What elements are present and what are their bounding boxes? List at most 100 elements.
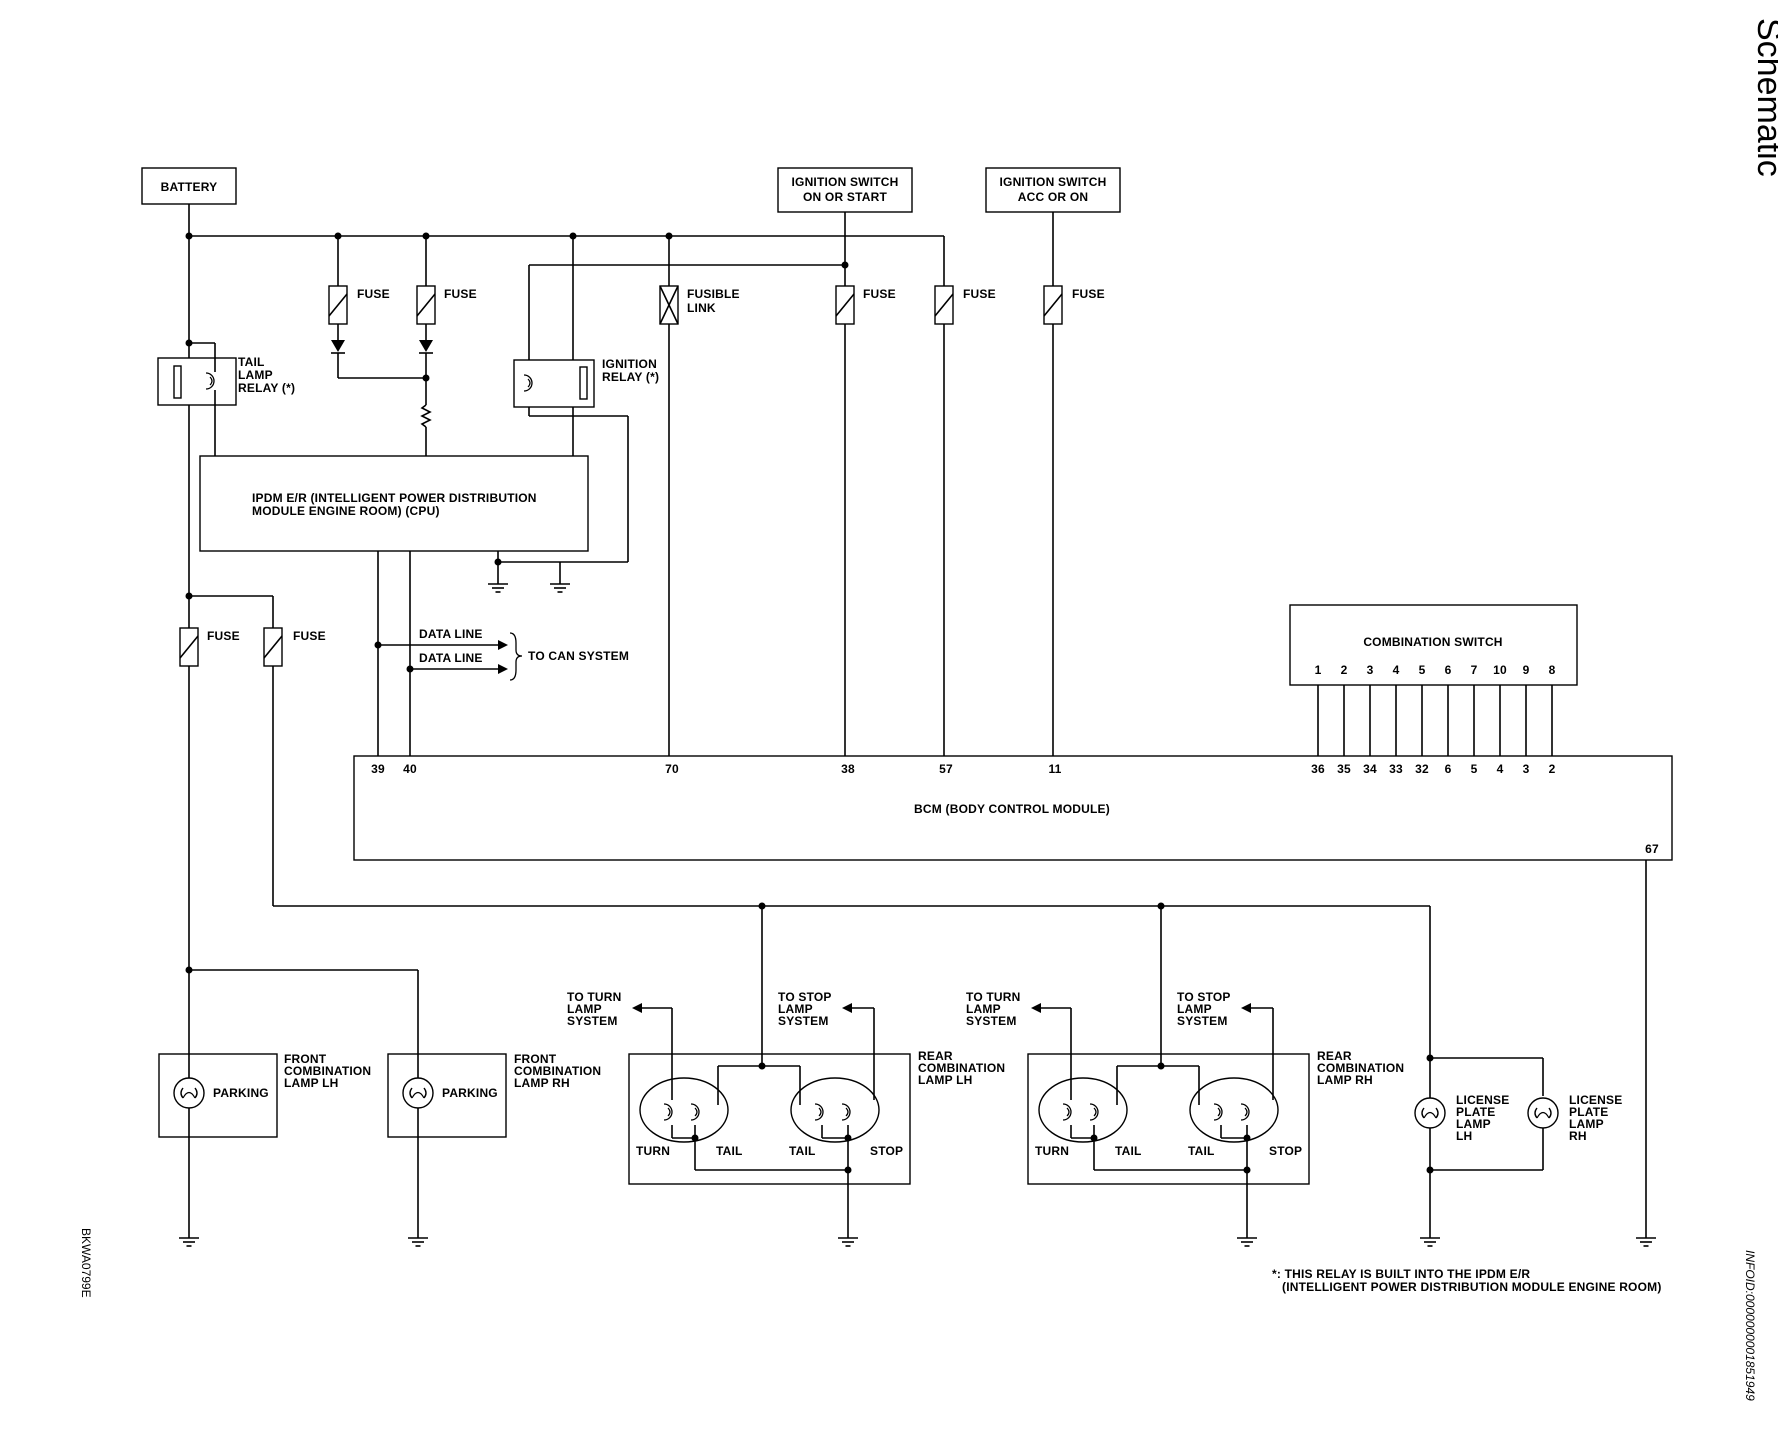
battery-box: BATTERY [141,167,237,205]
diode-join [338,374,432,456]
svg-text:ON OR START: ON OR START [803,190,887,204]
svg-text:TAIL: TAIL [716,1144,743,1158]
svg-text:STOP: STOP [870,1144,903,1158]
svg-text:LAMP: LAMP [778,1002,813,1016]
svg-text:FUSE: FUSE [293,629,326,643]
svg-text:PARKING: PARKING [213,1086,269,1100]
svg-text:TO STOP: TO STOP [1177,990,1231,1004]
fuse-ign-on: FUSE [835,285,896,756]
front-combination-lamp-lh: PARKING FRONT COMBINATION LAMP LH [158,1052,371,1247]
svg-text:RELAY (*): RELAY (*) [602,370,659,384]
svg-text:COMBINATION: COMBINATION [284,1064,371,1078]
svg-text:LAMP: LAMP [1456,1117,1491,1131]
svg-text:LICENSE: LICENSE [1456,1093,1509,1107]
svg-text:LAMP: LAMP [1569,1117,1604,1131]
bcm-pin-34: 34 [1363,762,1377,776]
svg-text:SYSTEM: SYSTEM [966,1014,1017,1028]
svg-text:COMBINATION: COMBINATION [514,1064,601,1078]
fuse-battery-57: FUSE [934,236,996,756]
bcm-pin-32: 32 [1415,762,1429,776]
svg-text:TAIL: TAIL [238,355,265,369]
svg-text:TURN: TURN [1035,1144,1069,1158]
svg-text:LAMP RH: LAMP RH [1317,1073,1373,1087]
ignition-acc-on-box: IGNITION SWITCH ACC OR ON [985,167,1121,213]
svg-text:RH: RH [1569,1129,1587,1143]
bcm-pin-36: 36 [1311,762,1325,776]
combo-pin-6: 6 [1445,663,1452,677]
bcm-pin-2: 2 [1549,762,1556,776]
svg-text:LAMP LH: LAMP LH [918,1073,973,1087]
footnote-line-1: *: THIS RELAY IS BUILT INTO THE IPDM E/R [1272,1267,1530,1281]
svg-text:PLATE: PLATE [1456,1105,1495,1119]
svg-text:SYSTEM: SYSTEM [778,1014,829,1028]
section-title: Schematic [1750,18,1778,177]
tail-lamp-relay: TAIL LAMP RELAY (*) [157,236,295,1232]
bcm-pin-6: 6 [1445,762,1452,776]
svg-text:IGNITION SWITCH: IGNITION SWITCH [1000,175,1107,189]
combo-pin-10: 10 [1493,663,1507,677]
svg-text:COMBINATION: COMBINATION [918,1061,1005,1075]
combo-pin-4: 4 [1393,663,1400,677]
svg-text:IGNITION SWITCH: IGNITION SWITCH [792,175,899,189]
svg-text:FRONT: FRONT [284,1052,327,1066]
svg-text:FUSE: FUSE [1072,287,1105,301]
svg-text:PLATE: PLATE [1569,1105,1608,1119]
svg-text:IGNITION: IGNITION [602,357,657,371]
combo-pin-9: 9 [1523,663,1530,677]
svg-text:FUSE: FUSE [863,287,896,301]
ignition-relay: IGNITION RELAY (*) [513,236,659,562]
svg-text:LAMP LH: LAMP LH [284,1076,339,1090]
combo-pin-1: 1 [1315,663,1322,677]
rear-combination-lamp-rh: TURN TAIL TAIL STOP TO TURN LAMP SYSTEM … [966,906,1404,1247]
svg-text:TO CAN SYSTEM: TO CAN SYSTEM [528,649,629,663]
bcm-pin-40: 40 [403,762,417,776]
ignition-on-wire [528,212,849,360]
svg-text:LINK: LINK [687,301,716,315]
svg-text:TURN: TURN [636,1144,670,1158]
bcm-pin-57: 57 [939,762,953,776]
battery-label: BATTERY [161,180,218,194]
bcm-pin-38: 38 [841,762,855,776]
svg-text:RELAY (*): RELAY (*) [238,381,295,395]
bcm-pin-67: 67 [1645,842,1659,856]
svg-text:FUSIBLE: FUSIBLE [687,287,740,301]
combo-pin-2: 2 [1341,663,1348,677]
bcm-pin-35: 35 [1337,762,1351,776]
combo-pin-7: 7 [1471,663,1478,677]
tail-fuses: FUSE FUSE [179,592,326,906]
tail-bus [273,902,1431,1058]
svg-text:LAMP RH: LAMP RH [514,1076,570,1090]
bcm-pin-4: 4 [1497,762,1504,776]
svg-text:COMBINATION: COMBINATION [1317,1061,1404,1075]
svg-text:ACC OR ON: ACC OR ON [1018,190,1088,204]
svg-text:FUSE: FUSE [444,287,477,301]
svg-text:TO STOP: TO STOP [778,990,832,1004]
bcm-pin-5: 5 [1471,762,1478,776]
fusible-link: FUSIBLE LINK [659,236,740,756]
bcm-pin-39: 39 [371,762,385,776]
svg-text:DATA LINE: DATA LINE [419,651,483,665]
svg-text:TAIL: TAIL [1188,1144,1215,1158]
svg-text:SYSTEM: SYSTEM [1177,1014,1228,1028]
fuse-1: FUSE [328,236,390,378]
info-id: INFOID:0000000001851949 [1743,1250,1757,1401]
svg-text:DATA LINE: DATA LINE [419,627,483,641]
svg-text:LAMP: LAMP [966,1002,1001,1016]
license-plate-lamps: LICENSE PLATE LAMP LH LICENSE PLATE LAMP… [1414,1054,1622,1247]
front-combination-lamp-rh: PARKING FRONT COMBINATION LAMP RH [387,1052,601,1247]
svg-text:PARKING: PARKING [442,1086,498,1100]
bcm-pin-70: 70 [665,762,679,776]
bcm-pin-3: 3 [1523,762,1530,776]
svg-text:MODULE ENGINE ROOM) (CPU): MODULE ENGINE ROOM) (CPU) [252,504,440,518]
figure-code: BKWA0799E [79,1228,93,1298]
combo-pin-8: 8 [1549,663,1556,677]
svg-text:FUSE: FUSE [963,287,996,301]
ignition-on-start-box: IGNITION SWITCH ON OR START [777,167,913,213]
svg-text:COMBINATION SWITCH: COMBINATION SWITCH [1363,635,1502,649]
combo-pin-3: 3 [1367,663,1374,677]
footnote-line-2: (INTELLIGENT POWER DISTRIBUTION MODULE E… [1282,1280,1662,1294]
svg-text:LICENSE: LICENSE [1569,1093,1622,1107]
svg-text:REAR: REAR [918,1049,953,1063]
svg-text:FRONT: FRONT [514,1052,557,1066]
